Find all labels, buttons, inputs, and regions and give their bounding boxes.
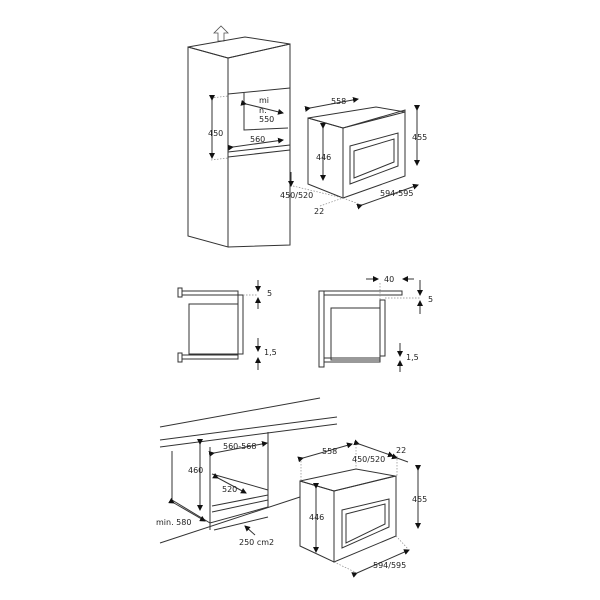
right-top-gap-label: 5: [428, 295, 433, 304]
oven-door-depth-label-bottom: 450/520: [352, 455, 385, 464]
oven-total-height-label-bottom: 455: [412, 495, 427, 504]
up-arrow-icon: [213, 25, 229, 42]
oven-width-label-bottom: 594/595: [373, 561, 406, 570]
left-bottom-gap-label: 1,5: [264, 348, 277, 357]
right-overhang-label: 40: [384, 275, 394, 284]
counter-niche: 460 560-568 520 min. 580 250 cm2: [156, 397, 338, 547]
oven-offset-label: 22: [314, 207, 324, 216]
niche-depth-label-1: mi: [259, 96, 269, 105]
oven-top: 558 446 455 450/520 22 594-595: [280, 96, 427, 216]
niche-height-label-bottom: 460: [188, 466, 203, 475]
left-top-gap-label: 5: [267, 289, 272, 298]
oven-depth-label-bottom: 558: [322, 447, 337, 456]
niche-width-label-bottom: 560-568: [223, 442, 256, 451]
oven-total-height-label: 455: [412, 133, 427, 142]
niche-width-label: 560: [250, 135, 265, 144]
niche-depth-label-3: 550: [259, 115, 274, 124]
oven-depth-label: 558: [331, 97, 346, 106]
niche-depth-label-bottom: 520: [222, 485, 237, 494]
niche-height-label: 450: [208, 129, 223, 138]
cabinet-depth-label: min. 580: [156, 518, 191, 527]
ventilation-label: 250 cm2: [239, 538, 274, 547]
oven-offset-label-bottom: 22: [396, 446, 406, 455]
oven-bottom: 558 450/520 22 455 446 594/595: [297, 439, 427, 578]
ventilation-arrow-icon: [244, 525, 256, 536]
oven-front-height-label-bottom: 446: [309, 513, 324, 522]
right-bottom-gap-label: 1,5: [406, 353, 419, 362]
oven-door-depth-label: 450/520: [280, 191, 313, 200]
section-right: 40 5 1,5: [318, 275, 433, 372]
section-left: 5 1,5: [177, 280, 277, 370]
oven-width-label: 594-595: [380, 189, 413, 198]
oven-front-height-label: 446: [316, 153, 331, 162]
tall-cabinet: 450 mi n. 550 560: [187, 25, 291, 248]
niche-depth-label-2: n.: [259, 106, 267, 115]
